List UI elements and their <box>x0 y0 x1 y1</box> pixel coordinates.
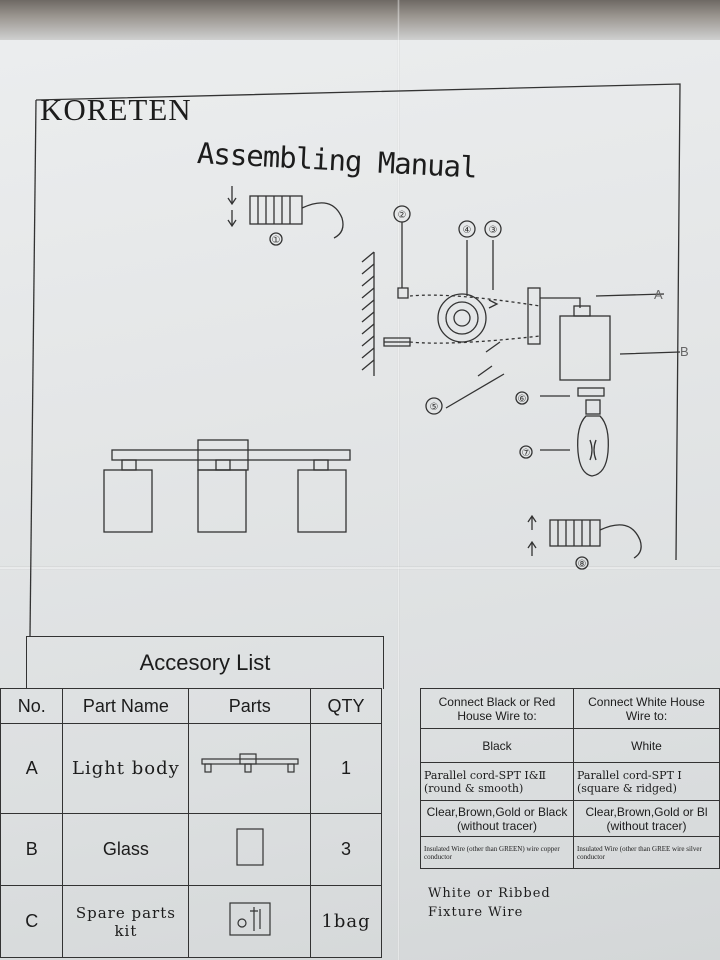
fixture-arm <box>527 287 681 397</box>
step-label-2: ② <box>398 210 407 221</box>
table-row: Black White <box>420 728 720 763</box>
table-row: A Light body 1 <box>0 723 382 814</box>
label-b: B <box>680 344 689 359</box>
fixture-wire-line-1: White or Ribbed <box>428 886 551 901</box>
step-label-8: ⑧ <box>578 559 587 570</box>
wiring-cell: Clear,Brown,Gold or Black (without trace… <box>420 800 574 837</box>
wiring-cell: Insulated Wire (other than GREE wire sil… <box>573 836 720 869</box>
wiring-header-white: Connect White House Wire to: <box>573 688 720 729</box>
column-header-parts: Parts <box>188 688 312 724</box>
fixture-bar-drawing <box>103 439 351 533</box>
table-row: B Glass 3 <box>0 813 382 886</box>
fixture-wire-note: White or Ribbed Fixture Wire <box>428 884 551 922</box>
wiring-cell: Insulated Wire (other than GREEN) wire c… <box>420 836 574 869</box>
background-shadow <box>0 0 720 40</box>
fold-crease-horizontal <box>0 566 720 570</box>
bulb-drawing <box>577 399 609 477</box>
row-no: A <box>0 723 64 814</box>
part-spare-kit-drawing <box>188 885 312 958</box>
terminal-block-bottom <box>527 514 642 559</box>
wiring-cell: Parallel cord-SPT Ⅰ (square & ridged) <box>573 762 720 801</box>
spare-parts-kit-icon <box>229 902 271 936</box>
table-row: Clear,Brown,Gold or Black (without trace… <box>420 800 720 837</box>
wiring-header-black: Connect Black or Red House Wire to: <box>420 688 574 729</box>
column-header-no: No. <box>0 688 64 724</box>
wiring-cell: Parallel cord-SPT Ⅰ&Ⅱ (round & smooth) <box>420 762 574 801</box>
accessory-list: Accesory List No. Part Name Parts QTY A … <box>0 636 384 960</box>
row-part-name: Light body <box>62 723 190 814</box>
glass-icon <box>236 828 264 866</box>
wiring-cell: White <box>573 728 720 763</box>
fixture-wire-line-2: Fixture Wire <box>428 905 524 920</box>
row-part-name: Glass <box>62 813 190 886</box>
column-header-part-name: Part Name <box>62 688 190 724</box>
step-label-7: ⑦ <box>522 448 531 459</box>
wiring-cell: Clear,Brown,Gold or Bl (without tracer) <box>573 800 720 837</box>
wiring-table: Connect Black or Red House Wire to: Conn… <box>420 688 720 869</box>
column-header-qty: QTY <box>310 688 382 724</box>
accessory-table: No. Part Name Parts QTY A Light body 1 B… <box>0 688 382 958</box>
wiring-cell: Black <box>420 728 574 763</box>
step-label-6: ⑥ <box>518 394 527 405</box>
row-qty: 3 <box>310 813 382 886</box>
step-label-4: ④ <box>463 225 472 236</box>
fold-crease-vertical <box>397 0 400 960</box>
row-no: B <box>0 813 64 886</box>
accessory-list-title: Accesory List <box>26 636 384 689</box>
row-qty: 1 <box>310 723 382 814</box>
part-glass-drawing <box>188 813 312 886</box>
part-light-body-drawing <box>188 723 312 814</box>
row-qty: 1bag <box>310 885 382 958</box>
step-label-1: ① <box>272 235 281 246</box>
row-part-name: Spare parts kit <box>62 885 190 958</box>
table-row: Parallel cord-SPT Ⅰ&Ⅱ (round & smooth) P… <box>420 762 720 801</box>
terminal-block-top <box>227 186 344 239</box>
row-no: C <box>0 885 64 958</box>
table-row: Insulated Wire (other than GREEN) wire c… <box>420 836 720 869</box>
step-label-3: ③ <box>489 225 498 236</box>
mounting-plate <box>437 293 487 343</box>
label-a: A <box>654 287 663 302</box>
light-body-icon <box>201 753 299 773</box>
table-row: C Spare parts kit 1bag <box>0 885 382 958</box>
wall-hatch <box>361 251 375 376</box>
step-label-5: ⑤ <box>430 402 439 413</box>
